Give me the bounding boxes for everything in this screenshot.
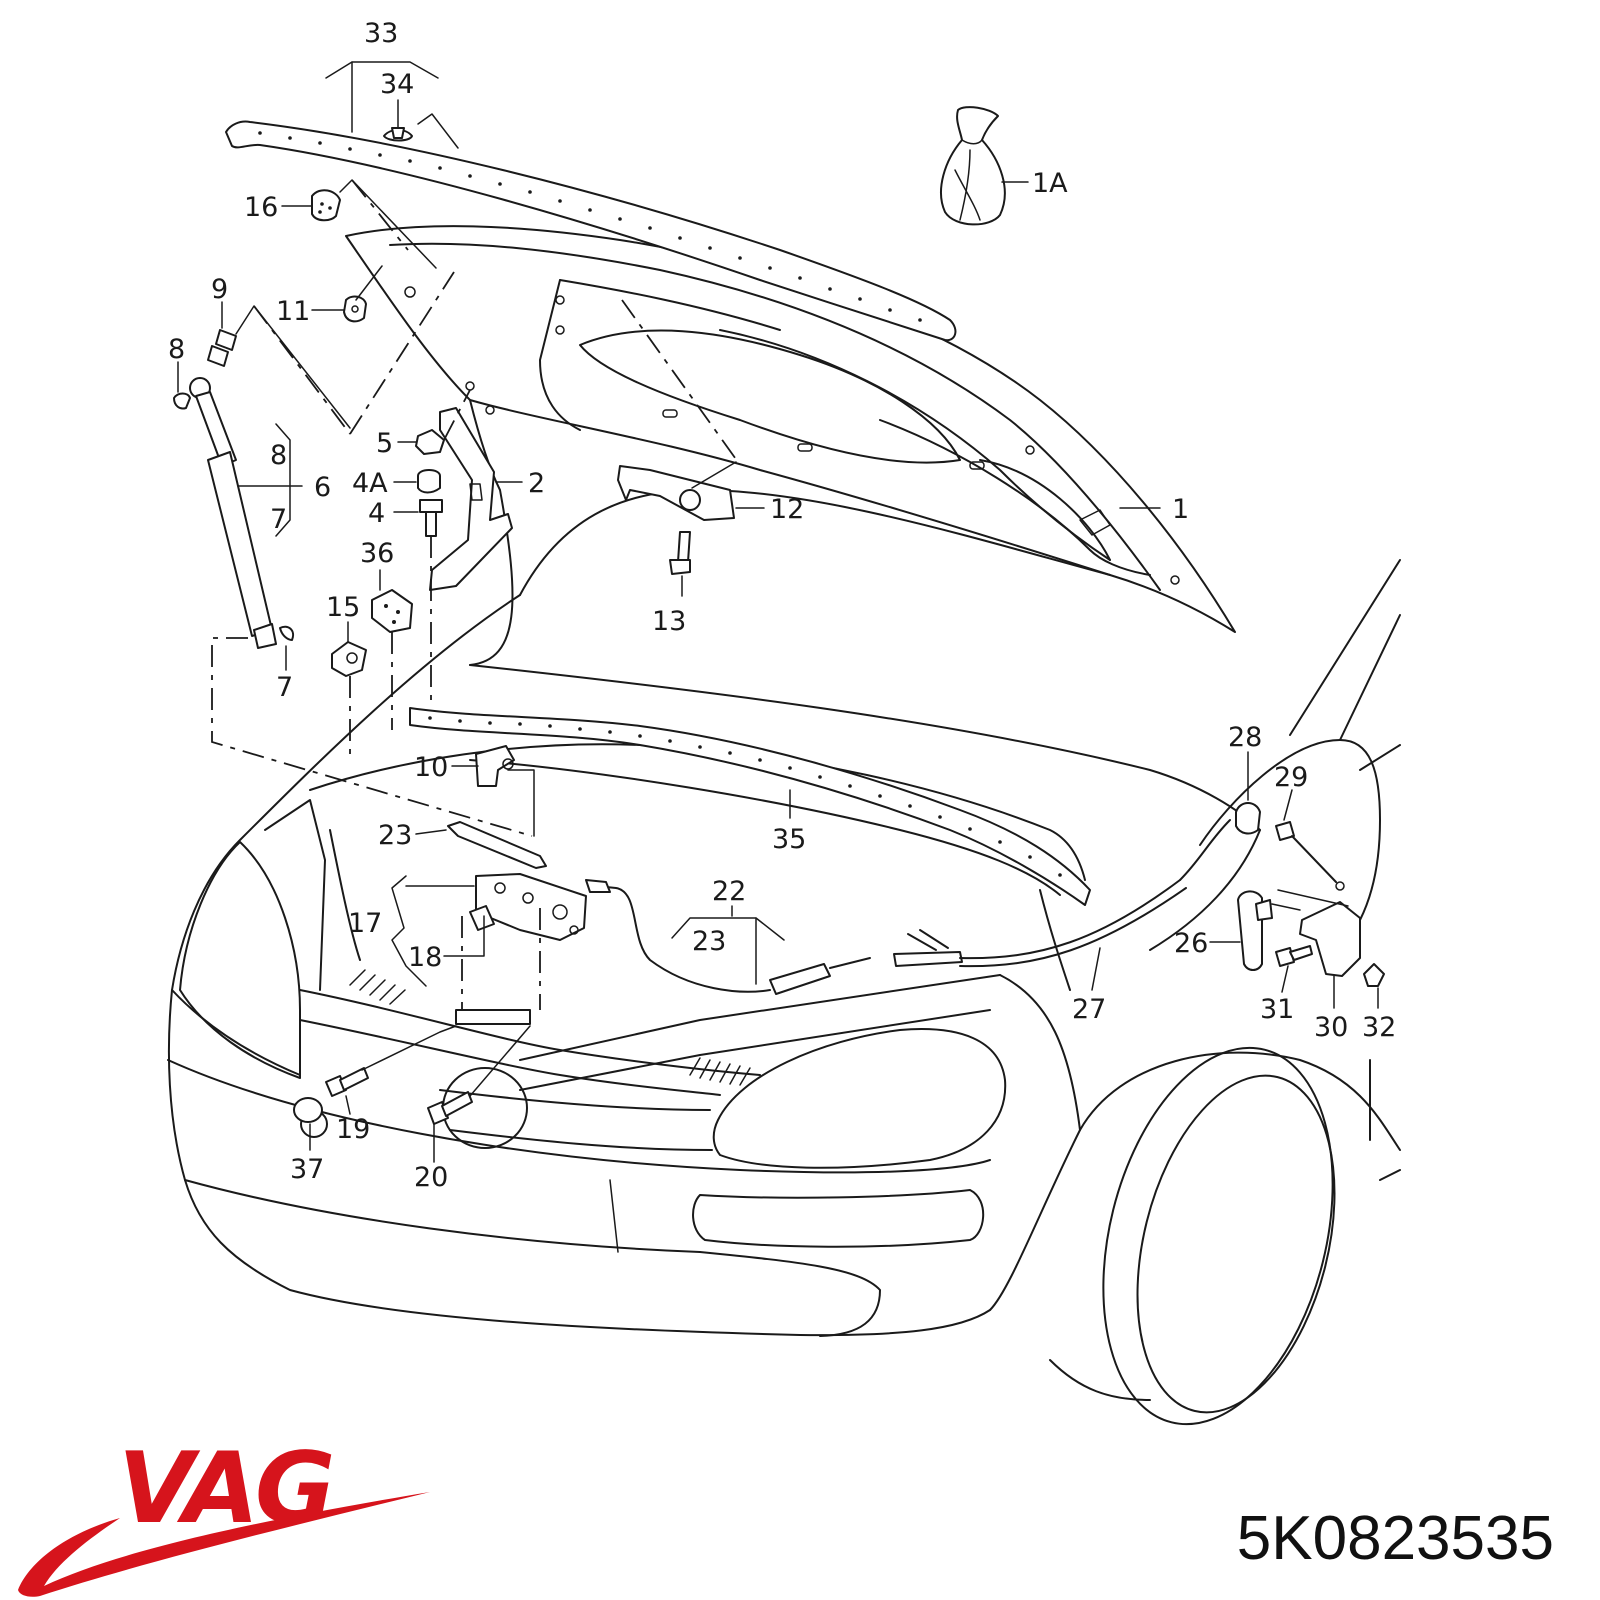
vag-logo-swoosh [18, 1492, 430, 1597]
bracket-18-drawing [455, 1009, 531, 1025]
clip-11-drawing [343, 295, 367, 323]
callout-31: 31 [1260, 994, 1294, 1025]
clip-34-drawing [383, 127, 413, 142]
callout-12: 12 [770, 494, 804, 525]
grease-bag-drawing [940, 106, 1006, 226]
callout-2: 2 [528, 468, 545, 499]
callout-37: 37 [290, 1154, 324, 1185]
leader-lines [177, 61, 1379, 1163]
bracket-36-drawing [371, 589, 413, 633]
callout-15: 15 [326, 592, 360, 623]
callout-18: 18 [408, 942, 442, 973]
grommet-28-29-drawing [1235, 802, 1345, 891]
callout-29: 29 [1274, 762, 1308, 793]
bolts-5-4-drawing [415, 429, 445, 537]
striker-12-drawing [617, 465, 735, 575]
callout-30: 30 [1314, 1012, 1348, 1043]
callout-13: 13 [652, 606, 686, 637]
callout-9: 9 [211, 274, 228, 305]
vag-logo-text: VAG [118, 1432, 335, 1546]
callout-20: 20 [414, 1162, 448, 1193]
callout-4: 4 [368, 498, 385, 529]
seal-33-drawing [225, 120, 957, 342]
callout-19: 19 [336, 1114, 370, 1145]
callout-23: 23 [378, 820, 412, 851]
callout-11: 11 [276, 296, 310, 327]
callout-labels: 33 34 1A 16 9 11 8 5 8 6 7 4A 2 4 12 1 3… [168, 18, 1396, 1193]
handle-26-drawing [1237, 890, 1273, 971]
callout-7: 7 [276, 672, 293, 703]
callout-34: 34 [380, 69, 414, 100]
lever-23-drawing [447, 821, 547, 869]
callout-7: 7 [270, 504, 287, 535]
callout-1A: 1A [1032, 168, 1068, 199]
catch-10-drawing [475, 745, 515, 787]
callout-17: 17 [348, 908, 382, 939]
buffer-15-drawing [331, 641, 367, 677]
hood-drawing [345, 225, 1236, 666]
callout-22: 22 [712, 876, 746, 907]
callout-5: 5 [376, 428, 393, 459]
callout-4A: 4A [352, 468, 388, 499]
callout-33: 33 [364, 18, 398, 49]
lock-17-drawing [469, 873, 587, 941]
callout-23: 23 [692, 926, 726, 957]
release-cable-drawing [585, 819, 1231, 995]
part-number: 5K0823535 [1236, 1504, 1554, 1573]
car-body-drawing [167, 559, 1401, 1426]
callout-1: 1 [1172, 494, 1189, 525]
callout-32: 32 [1362, 1012, 1396, 1043]
callout-35: 35 [772, 824, 806, 855]
hinge-2-drawing [429, 407, 513, 591]
seal-35-drawing [409, 707, 1091, 906]
screws-19-20-drawing [293, 1067, 473, 1125]
callout-8: 8 [168, 334, 185, 365]
callout-8: 8 [270, 440, 287, 471]
buffer-16-drawing [311, 189, 341, 222]
bracket-30-drawing [1275, 901, 1385, 987]
gas-strut-drawing [173, 329, 294, 649]
callout-36: 36 [360, 538, 394, 569]
callout-10: 10 [414, 752, 448, 783]
callout-26: 26 [1174, 928, 1208, 959]
callout-16: 16 [244, 192, 278, 223]
callout-6: 6 [314, 472, 331, 503]
callout-28: 28 [1228, 722, 1262, 753]
callout-27: 27 [1072, 994, 1106, 1025]
